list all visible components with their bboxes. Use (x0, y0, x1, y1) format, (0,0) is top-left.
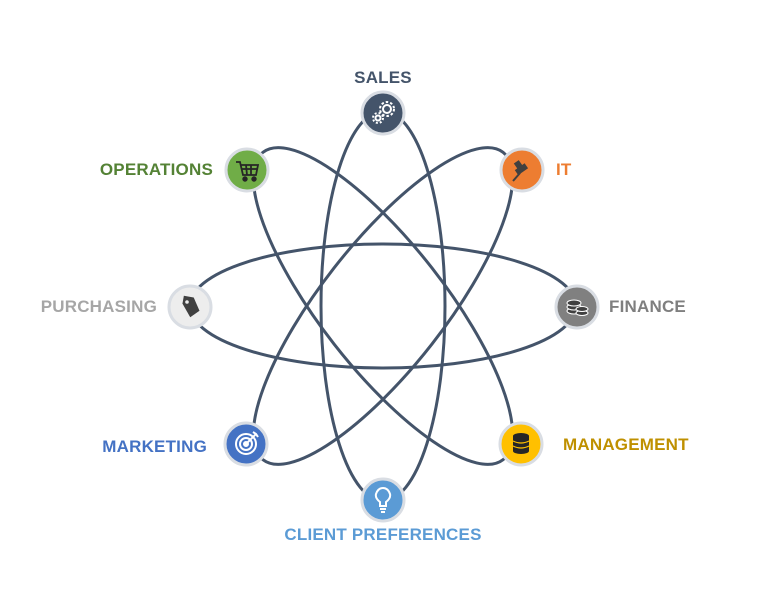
label-it: IT (556, 160, 572, 179)
label-client-preferences: CLIENT PREFERENCES (284, 525, 482, 544)
label-operations: OPERATIONS (99, 160, 213, 179)
label-management: MANAGEMENT (563, 435, 689, 454)
coins-icon (566, 299, 589, 316)
orbit-diagonal-right (251, 146, 515, 466)
orbit-horizontal (188, 242, 578, 370)
target-icon (235, 431, 259, 455)
gears-icon (372, 101, 395, 124)
node-operations (224, 147, 270, 193)
label-marketing: MARKETING (102, 437, 207, 456)
label-purchasing: PURCHASING (40, 297, 157, 316)
orbit-diagonal-left (251, 146, 515, 466)
node-sales (360, 90, 406, 136)
lightbulb-icon (374, 486, 392, 513)
label-finance: FINANCE (609, 297, 686, 316)
pushpin-icon (512, 160, 529, 182)
node-it (499, 147, 545, 193)
shopping-cart-icon (236, 161, 260, 182)
price-tag-icon (182, 295, 200, 318)
node-purchasing (167, 284, 213, 330)
client-preferences-node-circle (360, 477, 406, 523)
node-management (498, 421, 544, 467)
sales-node-circle (360, 90, 406, 136)
node-finance (554, 284, 600, 330)
node-marketing (223, 421, 269, 467)
orbit-vertical (319, 109, 447, 503)
node-client-preferences (360, 477, 406, 523)
label-sales: SALES (354, 68, 412, 87)
database-icon (512, 433, 530, 454)
